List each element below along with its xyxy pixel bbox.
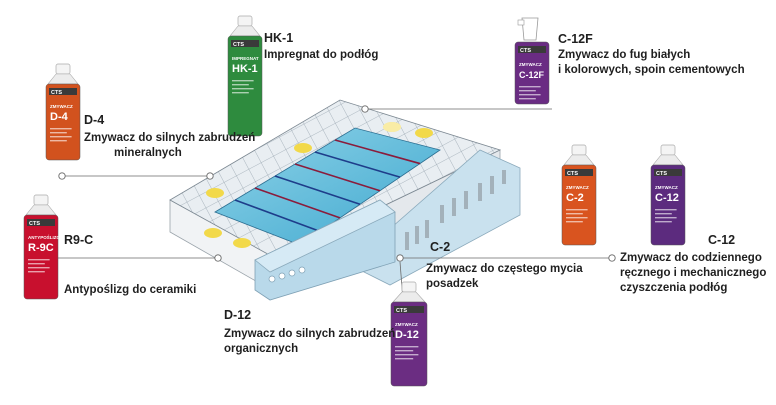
product-desc-c2: Zmywacz do częstego mycia posadzek [426,263,583,290]
bottle-type-text: IMPREGNAT [232,56,259,61]
bottle-brand-text: CTS [567,171,578,177]
bottle-c12f: CTS ZMYWACZ C-12F [514,17,550,105]
bottle-brand-text: CTS [29,221,40,227]
bottle-r9c: CTS ANTYPOŚLIZG R-9C [23,194,61,300]
lane-line [334,139,421,165]
bottle-d4: CTS ZMYWACZ D-4 [45,63,81,161]
bottle-type-text: ZMYWACZ [395,322,418,327]
lane-line [294,163,381,192]
bottle-type-text: ZMYWACZ [519,62,542,67]
bottle-code-text: C-12F [519,70,545,80]
bottle-code-text: D-4 [50,111,69,123]
product-code-d12: D-12 [224,308,252,322]
marker-dot [361,105,369,113]
product-desc-c12: Zmywacz do codziennego ręcznego i mechan… [620,252,767,294]
product-desc-r9c: Antypoślizg do ceramiki [64,284,197,296]
bottle-code-text: C-12 [655,192,679,204]
bottle-d12: CTS ZMYWACZ D-12 [390,281,428,387]
bottle-c12: CTS ZMYWACZ C-12 [650,144,686,246]
lane-line [254,187,341,219]
product-code-r9c: R9-C [64,233,94,247]
bottle-code-text: R-9C [28,242,54,254]
product-desc-d12: Zmywacz do silnych zabrudzeń organicznyc… [224,328,396,355]
bottle-code-text: D-12 [395,329,419,341]
pool-lanes [234,139,421,233]
bottle-brand-text: CTS [656,171,667,177]
bottle-type-text: ZMYWACZ [50,104,73,109]
product-code-c12: C-12 [708,233,736,247]
bottle-brand-text: CTS [233,42,244,48]
product-code-c2: C-2 [430,240,451,254]
pool-water [214,127,441,246]
marker-dot [206,172,214,180]
product-desc-c12f: Zmywacz do fug białych i kolorowych, spo… [558,49,745,76]
lane-line [234,199,321,233]
marker-dot [396,254,404,262]
product-code-hk1: HK-1 [264,31,294,45]
parasols [204,122,433,248]
product-code-c12f: C-12F [558,32,593,46]
lane-line [274,175,361,206]
bottle-code-text: C-2 [566,192,584,204]
marker-dot [608,254,616,262]
bottle-type-text: ANTYPOŚLIZG [28,234,61,240]
bottle-brand-text: CTS [51,90,62,96]
bottle-brand-text: CTS [396,308,407,314]
product-code-d4: D-4 [84,113,105,127]
bottle-c2: CTS ZMYWACZ C-2 [561,144,597,246]
bottle-code-text: HK-1 [232,63,258,75]
pool-building [169,99,521,301]
bottle-type-text: ZMYWACZ [566,185,589,190]
product-desc-hk1: Impregnat do podłóg [264,49,379,61]
lane-line [314,151,401,178]
product-desc-d4: Zmywacz do silnych zabrudzeń mineralnych [84,132,256,159]
bottle-brand-text: CTS [520,48,531,54]
bottle-type-text: ZMYWACZ [655,185,678,190]
marker-dot [214,254,222,262]
bottle-hk1: CTS IMPREGNAT HK-1 [227,15,263,137]
marker-dot [58,172,66,180]
